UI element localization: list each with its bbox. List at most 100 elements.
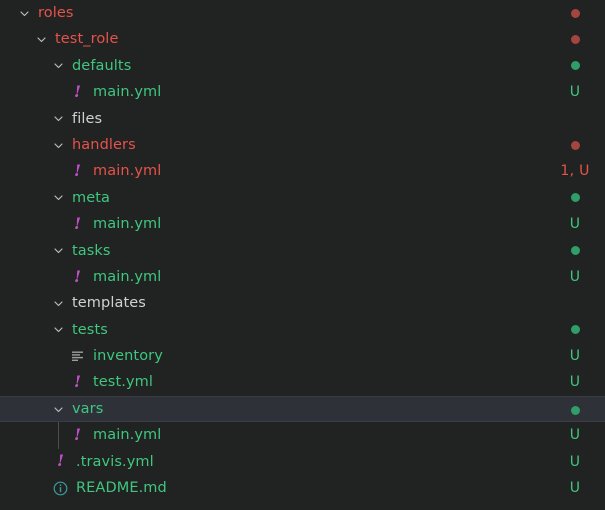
tree-folder-row[interactable]: defaults [0, 53, 605, 79]
git-status-dot [545, 317, 605, 343]
tree-file-row[interactable]: ! main.yml 1, U [0, 158, 605, 184]
chevron-down-icon[interactable] [33, 26, 50, 52]
tree-folder-row[interactable]: tasks [0, 238, 605, 264]
git-status-badge: U [545, 264, 605, 290]
git-status-dot [545, 132, 605, 158]
tree-indent-spacer [0, 422, 67, 448]
yml-file-icon: ! [67, 211, 88, 237]
chevron-down-icon[interactable] [50, 106, 67, 132]
status-dot [570, 35, 580, 45]
tree-item-label: test_role [55, 31, 119, 48]
status-badge-text: U [569, 480, 581, 497]
yml-file-icon: ! [50, 449, 71, 475]
tree-indent-spacer [0, 264, 67, 290]
tree-indent-spacer [0, 185, 50, 211]
yml-file-icon: ! [67, 158, 88, 184]
status-dot [570, 325, 580, 335]
tree-indent-spacer [0, 26, 33, 52]
status-dot [570, 8, 580, 18]
yml-exclamation-glyph: ! [73, 213, 82, 233]
status-dot [570, 140, 580, 150]
tree-folder-row[interactable]: vars [0, 395, 605, 423]
git-status-badge: U [545, 211, 605, 237]
tree-item-label: README.md [76, 480, 167, 497]
git-status-dot [545, 185, 605, 211]
tree-item-label: inventory [93, 348, 163, 365]
status-badge-text: U [569, 427, 581, 444]
tree-item-label: defaults [72, 57, 132, 74]
chevron-down-icon[interactable] [50, 132, 67, 158]
status-badge-text: U [569, 453, 581, 470]
yml-file-icon: ! [67, 369, 88, 395]
tree-indent-spacer [0, 290, 50, 316]
yml-exclamation-glyph: ! [73, 161, 82, 181]
status-dot [570, 405, 580, 415]
git-status-badge: U [545, 369, 605, 395]
tree-indent-spacer [0, 317, 50, 343]
yml-exclamation-glyph: ! [73, 424, 82, 444]
tree-indent-spacer [0, 53, 50, 79]
status-badge-text: U [569, 374, 581, 391]
md-file-icon [50, 475, 71, 501]
tree-item-label: main.yml [93, 163, 162, 180]
status-badge-text: 1, U [560, 163, 590, 180]
tree-indent-spacer [0, 449, 50, 475]
tree-indent-spacer [0, 132, 50, 158]
git-status-badge: U [545, 422, 605, 448]
tree-folder-row[interactable]: handlers [0, 132, 605, 158]
tree-file-row[interactable]: README.md U [0, 475, 605, 501]
tree-indent-spacer [0, 0, 16, 26]
tree-indent-spacer [0, 158, 67, 184]
tree-folder-row[interactable]: files [0, 106, 605, 132]
tree-indent-spacer [0, 79, 67, 105]
yml-exclamation-glyph: ! [73, 266, 82, 286]
git-status-badge: 1, U [545, 158, 605, 184]
tree-indent-spacer [0, 396, 50, 422]
yml-exclamation-glyph: ! [73, 372, 82, 392]
tree-item-label: templates [72, 295, 146, 312]
tree-folder-row[interactable]: templates [0, 290, 605, 316]
indent-guide [58, 422, 59, 449]
tree-folder-row[interactable]: meta [0, 185, 605, 211]
chevron-down-icon[interactable] [50, 396, 67, 422]
tree-file-row[interactable]: ! test.yml U [0, 369, 605, 395]
chevron-down-icon[interactable] [50, 53, 67, 79]
tree-item-label: main.yml [93, 268, 162, 285]
git-status-badge: U [545, 79, 605, 105]
chevron-down-icon[interactable] [50, 238, 67, 264]
tree-item-label: handlers [72, 136, 136, 153]
status-dot [570, 193, 580, 203]
chevron-down-icon[interactable] [50, 317, 67, 343]
chevron-down-icon[interactable] [50, 185, 67, 211]
git-status-dot [545, 26, 605, 52]
tree-indent-spacer [0, 211, 67, 237]
tree-folder-row[interactable]: tests [0, 317, 605, 343]
tree-item-label: main.yml [93, 216, 162, 233]
tree-file-row[interactable]: ! main.yml U [0, 264, 605, 290]
tree-item-label: tasks [72, 242, 111, 259]
status-badge-text: U [569, 216, 581, 233]
tree-indent-spacer [0, 475, 50, 501]
tree-item-label: test.yml [93, 374, 153, 391]
git-status-dot [545, 53, 605, 79]
git-status-dot [545, 238, 605, 264]
git-status-dot [545, 0, 605, 26]
status-badge-text: U [569, 268, 581, 285]
yml-file-icon: ! [67, 422, 88, 448]
tree-folder-row[interactable]: test_role [0, 26, 605, 52]
yml-exclamation-glyph: ! [56, 451, 65, 471]
tree-item-label: tests [72, 321, 108, 338]
chevron-down-icon[interactable] [50, 290, 67, 316]
tree-file-row[interactable]: ! main.yml U [0, 211, 605, 237]
tree-indent-spacer [0, 106, 50, 132]
tree-item-label: files [72, 110, 103, 127]
tree-item-label: meta [72, 189, 111, 206]
ini-file-icon [67, 343, 88, 369]
tree-folder-row[interactable]: roles [0, 0, 605, 26]
chevron-down-icon[interactable] [16, 0, 33, 26]
